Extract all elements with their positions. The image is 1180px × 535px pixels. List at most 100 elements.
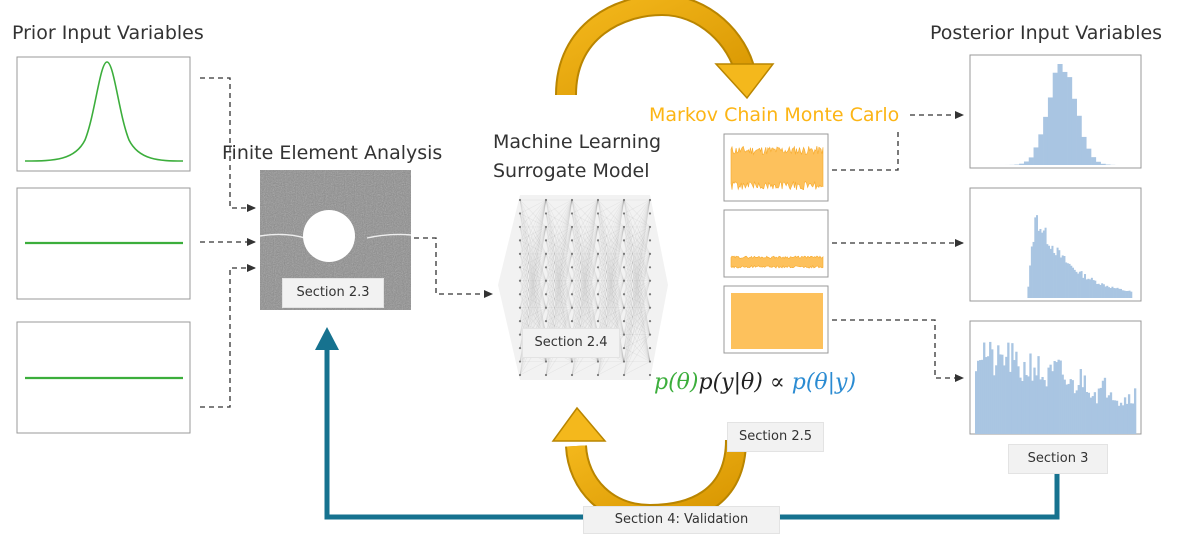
histogram-bar	[1029, 265, 1032, 298]
histogram-bar	[1036, 215, 1039, 298]
histogram-bar	[1003, 365, 1006, 434]
histogram-bar	[1101, 283, 1104, 298]
prior-panel-3	[16, 321, 191, 434]
histogram-bar	[1111, 286, 1114, 298]
histogram-bar	[1048, 245, 1051, 298]
histogram-bar	[979, 360, 982, 434]
histogram-bar	[989, 341, 992, 434]
histogram-bar	[1091, 396, 1095, 434]
histogram-bar	[1131, 403, 1135, 434]
posterior-panel-1	[969, 54, 1142, 169]
histogram-bar	[1085, 279, 1088, 298]
histogram-bar	[1126, 290, 1129, 298]
histogram-bar	[1061, 255, 1064, 298]
histogram-bar	[1046, 244, 1049, 298]
histogram-bar	[1117, 405, 1121, 434]
histogram-bar	[1121, 405, 1125, 434]
histogram-bar	[1017, 366, 1020, 434]
histogram-bar	[1103, 377, 1107, 434]
histogram-bar	[1085, 391, 1088, 434]
histogram-bar	[1133, 388, 1137, 434]
prior-panel-2	[16, 187, 191, 300]
histogram-bar	[1061, 374, 1064, 434]
histogram-bar	[1058, 250, 1061, 298]
histogram-bar	[1038, 134, 1044, 165]
histogram-bar	[1030, 246, 1033, 298]
histogram-bar	[1041, 232, 1044, 298]
histogram-bar	[975, 371, 978, 434]
histogram-bar	[987, 356, 990, 434]
histogram-bar	[1067, 383, 1070, 434]
prior-variables-title: Prior Input Variables	[12, 22, 204, 44]
section-2-3-tag: Section 2.3	[282, 278, 384, 308]
histogram-bar	[1123, 290, 1126, 298]
histogram-bar	[1109, 287, 1112, 298]
histogram-bar	[1118, 288, 1121, 298]
histogram-bar	[1069, 379, 1072, 434]
histogram-bar	[1049, 364, 1052, 434]
histogram-bar	[1081, 387, 1084, 434]
histogram-bar	[1067, 77, 1073, 165]
histogram-bar	[1073, 269, 1076, 298]
posterior-panel-3	[969, 320, 1142, 435]
histogram-bar	[1089, 279, 1092, 298]
validation-loop-arrow	[315, 327, 1060, 520]
histogram-bar	[1049, 248, 1052, 298]
histogram-bar	[1053, 253, 1056, 298]
histogram-bar	[1059, 360, 1062, 434]
section-2-5-tag: Section 2.5	[727, 422, 824, 452]
histogram-bar	[1080, 271, 1083, 298]
histogram-bar	[1063, 379, 1066, 434]
histogram-bar	[1089, 397, 1093, 434]
mcmc-cycle-arrow-bottom	[551, 406, 747, 527]
histogram-bar	[1034, 217, 1037, 298]
histogram-bar	[1045, 386, 1048, 434]
trace-panel-3	[723, 285, 829, 354]
histogram-bar	[1066, 263, 1069, 298]
histogram-bar	[1054, 255, 1057, 298]
ml-title-line2: Surrogate Model	[493, 160, 650, 182]
histogram-bar	[1027, 286, 1030, 298]
histogram-bar	[1077, 273, 1080, 298]
trace-panel-1	[723, 133, 829, 202]
histogram-bar	[1115, 400, 1119, 434]
histogram-bar	[1025, 375, 1028, 434]
histogram-bar	[1082, 277, 1085, 298]
histogram-bar	[997, 345, 1000, 434]
histogram-bar	[1055, 362, 1058, 434]
posterior-panel-2	[969, 187, 1142, 302]
histogram-bar	[1011, 343, 1014, 434]
histogram-bar	[1077, 385, 1080, 434]
histogram-bar	[1073, 393, 1076, 434]
histogram-bar	[993, 375, 996, 434]
histogram-bar	[1070, 265, 1073, 298]
section-3-tag: Section 3	[1008, 444, 1108, 474]
histogram-bar	[1096, 284, 1099, 298]
histogram-bar	[1119, 402, 1123, 434]
histogram-bar	[1099, 387, 1103, 434]
histogram-bar	[1078, 271, 1081, 298]
histogram-bar	[1071, 98, 1077, 165]
histogram-bar	[1107, 395, 1111, 434]
histogram-bar	[1043, 380, 1046, 434]
histogram-bar	[1035, 375, 1038, 434]
histogram-bar	[1027, 376, 1030, 434]
histogram-bar	[1029, 353, 1032, 434]
histogram-bar	[1120, 288, 1123, 298]
histogram-bar	[1001, 354, 1004, 434]
histogram-bar	[1083, 375, 1086, 434]
prior-panel-1	[16, 56, 191, 172]
histogram-bar	[1032, 241, 1035, 298]
histogram-bar	[1075, 271, 1078, 298]
histogram-bar	[1093, 392, 1097, 434]
histogram-bar	[1101, 380, 1105, 434]
prior-term: p(θ)	[654, 370, 699, 395]
histogram-bar	[1062, 71, 1068, 165]
histogram-bar	[985, 357, 988, 434]
histogram-bar	[1063, 256, 1066, 298]
histogram-bar	[1075, 390, 1078, 434]
histogram-bar	[1052, 72, 1058, 165]
histogram-bar	[1091, 157, 1097, 165]
histogram-bar	[977, 360, 980, 434]
